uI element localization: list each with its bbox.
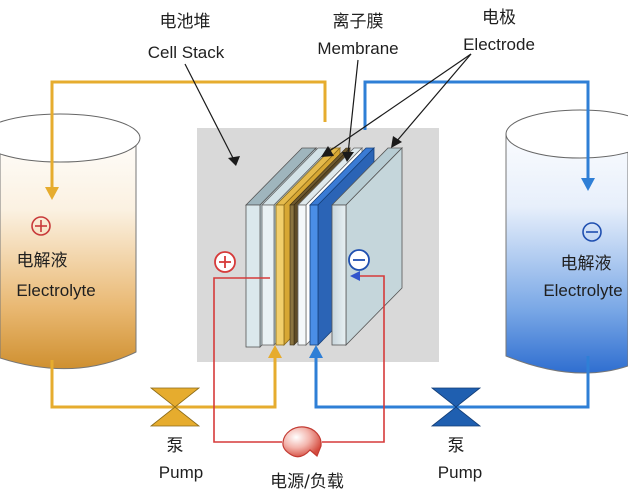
left-tank-plus-icon [31, 216, 51, 236]
positive-loop-arrow [45, 187, 59, 200]
left-electrolyte-tank [0, 113, 141, 370]
right-tank-minus-icon [582, 222, 602, 242]
left-pump-icon [149, 387, 201, 427]
left-pump-label-en: Pump [158, 463, 204, 482]
power-load-icon [282, 426, 322, 458]
annotation-arrows [184, 53, 472, 166]
right-pump-icon [430, 387, 482, 427]
membrane-label-en: Membrane [317, 39, 399, 58]
circuit-arrow [350, 271, 360, 281]
negative-terminal-symbol [348, 249, 370, 271]
cell-stack [245, 147, 403, 348]
right-electrolyte-tank [505, 109, 628, 374]
left-pump-label-cn: 泵 [166, 436, 184, 456]
right-tank-label-cn: 电解液 [560, 254, 612, 274]
left-end-plate [245, 204, 261, 348]
right-pump-label-en: Pump [437, 463, 483, 482]
right-end-plate [331, 204, 347, 346]
cell-stack-label-cn: 电池堆 [159, 12, 211, 32]
power-load-label: 电源/负载 [270, 472, 344, 492]
right-tank-label-en: Electrolyte [543, 281, 623, 300]
negative-electrolyte-loop [314, 80, 590, 409]
positive-terminal-symbol [214, 251, 236, 273]
right-pump-label-cn: 泵 [447, 436, 465, 456]
positive-electrolyte-loop [50, 80, 327, 409]
positive-loop-arrow-up [268, 345, 282, 358]
membrane-label-cn: 离子膜 [332, 12, 384, 32]
negative-loop-arrow-up [309, 345, 323, 358]
left-tank-label-cn: 电解液 [16, 251, 68, 271]
electrode-label-en: Electrode [463, 35, 535, 54]
electrode-label-cn: 电极 [482, 8, 516, 28]
cell-stack-label-en: Cell Stack [147, 43, 225, 62]
left-tank-label-en: Electrolyte [16, 281, 96, 300]
negative-loop-arrow [581, 178, 595, 191]
electric-circuit [213, 275, 385, 443]
